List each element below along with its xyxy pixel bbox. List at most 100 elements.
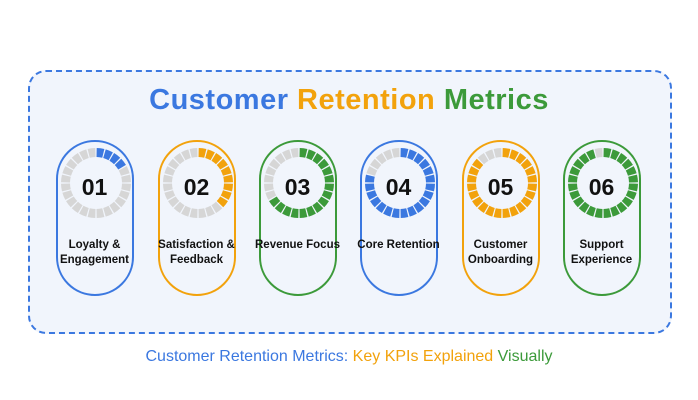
- progress-ring: [61, 148, 131, 218]
- ring-segment: [96, 148, 105, 158]
- ring-segment: [520, 196, 532, 208]
- ring-segment: [163, 174, 173, 183]
- ring-segment: [610, 149, 620, 161]
- ring-segment: [370, 196, 382, 208]
- ring-segment: [603, 148, 612, 158]
- ring-segment: [400, 208, 409, 218]
- ring-segment: [502, 208, 511, 218]
- subtitle-part-3: Visually: [497, 348, 553, 365]
- metric-label: Revenue Focus: [255, 239, 340, 251]
- ring-segment: [472, 196, 484, 208]
- ring-segment: [282, 205, 292, 217]
- ring-segment: [118, 190, 130, 200]
- metric-label: Loyalty & Engagement: [59, 239, 129, 266]
- ring-segment: [103, 205, 113, 217]
- ring-segment: [422, 190, 434, 200]
- ring-segment: [375, 153, 387, 165]
- ring-segment: [573, 196, 585, 208]
- ring-segment: [527, 183, 537, 192]
- ring-segment: [366, 166, 378, 176]
- ring-segment: [493, 208, 502, 218]
- ring-segment: [66, 196, 78, 208]
- ring-segment: [61, 174, 71, 183]
- ring-segment: [594, 148, 603, 158]
- ring-segment: [62, 166, 74, 176]
- ring-segment: [299, 208, 308, 218]
- ring-segment: [407, 149, 417, 161]
- ring-segment: [628, 174, 638, 183]
- ring-segment: [164, 166, 176, 176]
- ring-segment: [610, 205, 620, 217]
- ring-segment: [282, 149, 292, 161]
- ring-segment: [616, 201, 628, 213]
- ring-segment: [324, 183, 334, 192]
- ring-segment: [312, 153, 324, 165]
- ring-segment: [321, 190, 333, 200]
- progress-ring: [467, 148, 537, 218]
- ring-segment: [79, 149, 89, 161]
- ring-segment: [365, 183, 375, 192]
- ring-segment: [568, 174, 578, 183]
- ring-segment: [274, 153, 286, 165]
- ring-segment: [306, 205, 316, 217]
- ring-segment: [109, 201, 121, 213]
- ring-segment: [269, 158, 281, 170]
- ring-segment: [502, 148, 511, 158]
- ring-segment: [485, 205, 495, 217]
- title-part-3: Metrics: [443, 84, 549, 116]
- ring-segment: [61, 183, 71, 192]
- ring-segment: [621, 158, 633, 170]
- ring-segment: [220, 190, 232, 200]
- ring-segment: [118, 166, 130, 176]
- ring-segment: [79, 205, 89, 217]
- ring-segment: [66, 158, 78, 170]
- ring-segment: [625, 190, 637, 200]
- ring-segment: [71, 153, 83, 165]
- ring-segment: [103, 149, 113, 161]
- ring-segment: [493, 148, 502, 158]
- ring-segment: [223, 183, 233, 192]
- ring-segment: [114, 196, 126, 208]
- ring-segment: [164, 190, 176, 200]
- ring-segment: [467, 174, 477, 183]
- subtitle: Customer Retention Metrics: Key KPIs Exp…: [0, 348, 698, 366]
- ring-segment: [578, 153, 590, 165]
- ring-segment: [375, 201, 387, 213]
- ring-segment: [168, 196, 180, 208]
- ring-segment: [189, 148, 198, 158]
- ring-segment: [400, 148, 409, 158]
- ring-segment: [594, 208, 603, 218]
- ring-segment: [223, 174, 233, 183]
- ring-segment: [168, 158, 180, 170]
- ring-segment: [269, 196, 281, 208]
- ring-segment: [467, 183, 477, 192]
- ring-segment: [173, 153, 185, 165]
- ring-segment: [265, 190, 277, 200]
- ring-segment: [163, 183, 173, 192]
- ring-segment: [568, 183, 578, 192]
- ring-segment: [485, 149, 495, 161]
- ring-segment: [205, 149, 215, 161]
- ring-segment: [477, 201, 489, 213]
- ring-segment: [573, 158, 585, 170]
- ring-segment: [189, 208, 198, 218]
- ring-segment: [205, 205, 215, 217]
- page-title: Customer Retention Metrics: [0, 84, 698, 117]
- ring-segment: [520, 158, 532, 170]
- ring-segment: [264, 183, 274, 192]
- ring-segment: [586, 205, 596, 217]
- ring-segment: [391, 148, 400, 158]
- ring-segment: [274, 201, 286, 213]
- ring-segment: [290, 208, 299, 218]
- ring-segment: [211, 153, 223, 165]
- ring-segment: [71, 201, 83, 213]
- ring-segment: [321, 166, 333, 176]
- ring-segment: [468, 166, 480, 176]
- ring-segment: [515, 153, 527, 165]
- ring-segment: [87, 148, 96, 158]
- ring-segment: [569, 190, 581, 200]
